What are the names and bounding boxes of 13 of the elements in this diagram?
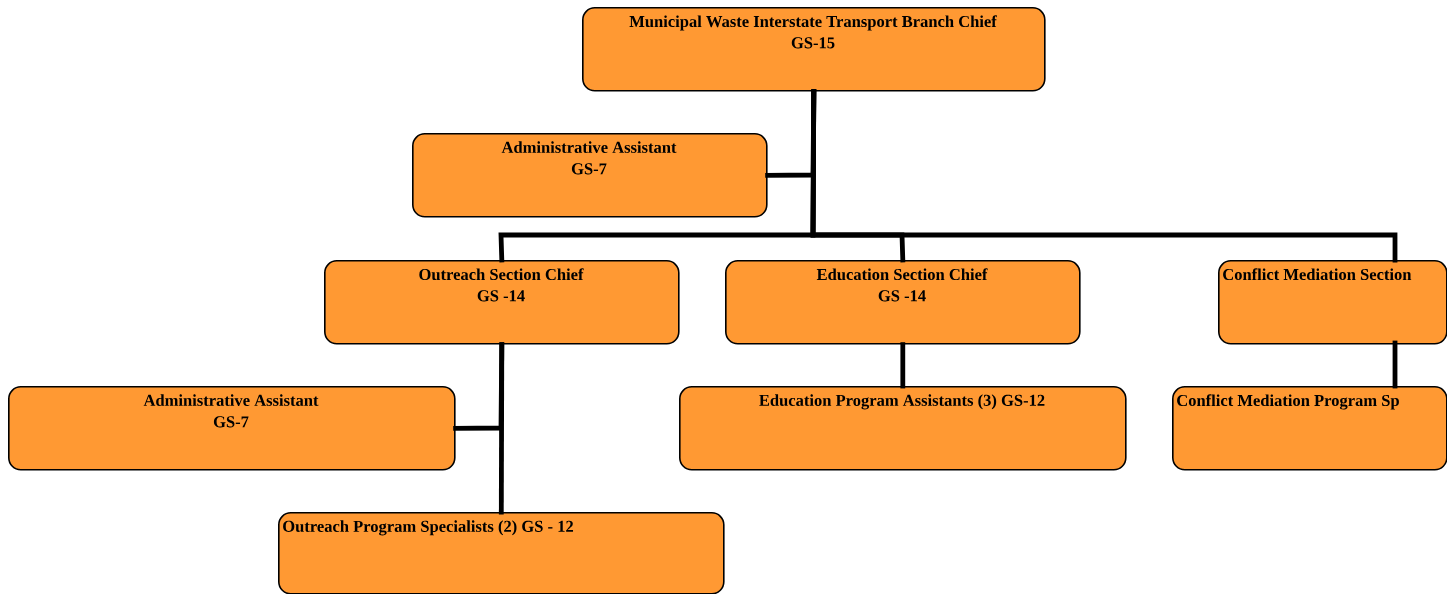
position-box: Administrative Assistant GS-7 (8, 386, 456, 471)
position-box: Outreach Section Chief GS -14 (324, 260, 680, 345)
position-box: Education Section Chief GS -14 (725, 260, 1081, 345)
position-box: Administrative Assistant GS-7 (412, 133, 768, 218)
position-box: Education Program Assistants (3) GS-12 (679, 386, 1127, 471)
position-box: Outreach Program Specialists (2) GS - 12 (278, 512, 725, 594)
connector-line (900, 342, 906, 389)
position-box: Conflict Mediation Program Sp (1172, 386, 1447, 471)
connector-line (498, 342, 505, 515)
connector-line (810, 89, 1398, 263)
position-box: Municipal Waste Interstate Transport Branch Chief GS-15 (582, 7, 1046, 92)
position-box: Conflict Mediation Section (1218, 260, 1447, 345)
connector-line (1392, 340, 1398, 389)
